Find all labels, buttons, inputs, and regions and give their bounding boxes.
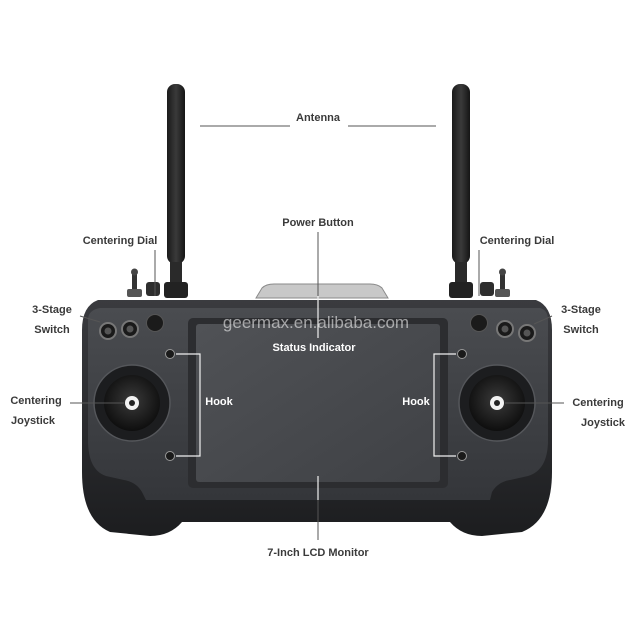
carry-handle bbox=[255, 283, 389, 299]
centering-dial-left[interactable] bbox=[146, 314, 164, 332]
centering-joystick-right[interactable] bbox=[458, 364, 536, 442]
hook-left-top bbox=[165, 349, 175, 359]
hook-left-bracket bbox=[176, 353, 201, 457]
hook-right-top bbox=[457, 349, 467, 359]
three-stage-switch-right-leader bbox=[533, 315, 553, 325]
centering-dial-left-knob[interactable] bbox=[146, 282, 160, 296]
three-stage-switch-right-label-2: Switch bbox=[563, 324, 599, 336]
three-stage-switch-left-lever[interactable] bbox=[127, 268, 142, 298]
centering-joystick-left[interactable] bbox=[93, 364, 171, 442]
centering-dial-right-knob[interactable] bbox=[480, 282, 494, 296]
centering-dial-left-label: Centering Dial bbox=[83, 235, 158, 247]
centering-dial-right[interactable] bbox=[470, 314, 488, 332]
centering-joystick-right-label-2: Joystick bbox=[581, 417, 626, 429]
hook-right-label: Hook bbox=[402, 396, 430, 408]
hook-left-label: Hook bbox=[205, 396, 233, 408]
antenna-label: Antenna bbox=[296, 112, 341, 124]
three-stage-switch-left-label-1: 3-Stage bbox=[32, 304, 72, 316]
hook-right-bracket bbox=[433, 353, 456, 457]
centering-joystick-left-label-2: Joystick bbox=[11, 415, 56, 427]
watermark: geermax.en.alibaba.com bbox=[223, 313, 409, 332]
hook-left-bottom bbox=[165, 451, 175, 461]
antenna-left bbox=[164, 84, 188, 298]
centering-joystick-right-label-1: Centering bbox=[572, 397, 623, 409]
three-stage-switch-right-lever[interactable] bbox=[495, 268, 510, 298]
three-stage-switch-right-label-1: 3-Stage bbox=[561, 304, 601, 316]
hook-right-bottom bbox=[457, 451, 467, 461]
centering-dial-right-label: Centering Dial bbox=[480, 235, 555, 247]
power-button-label: Power Button bbox=[282, 217, 354, 229]
lcd-monitor-label: 7-Inch LCD Monitor bbox=[267, 547, 369, 559]
status-indicator-label: Status Indicator bbox=[272, 342, 356, 354]
antenna-right bbox=[449, 84, 473, 298]
centering-joystick-left-label-1: Centering bbox=[10, 395, 61, 407]
three-stage-switch-left-leader bbox=[79, 315, 101, 323]
lcd-screen[interactable] bbox=[196, 324, 440, 482]
three-stage-switch-left-label-2: Switch bbox=[34, 324, 70, 336]
